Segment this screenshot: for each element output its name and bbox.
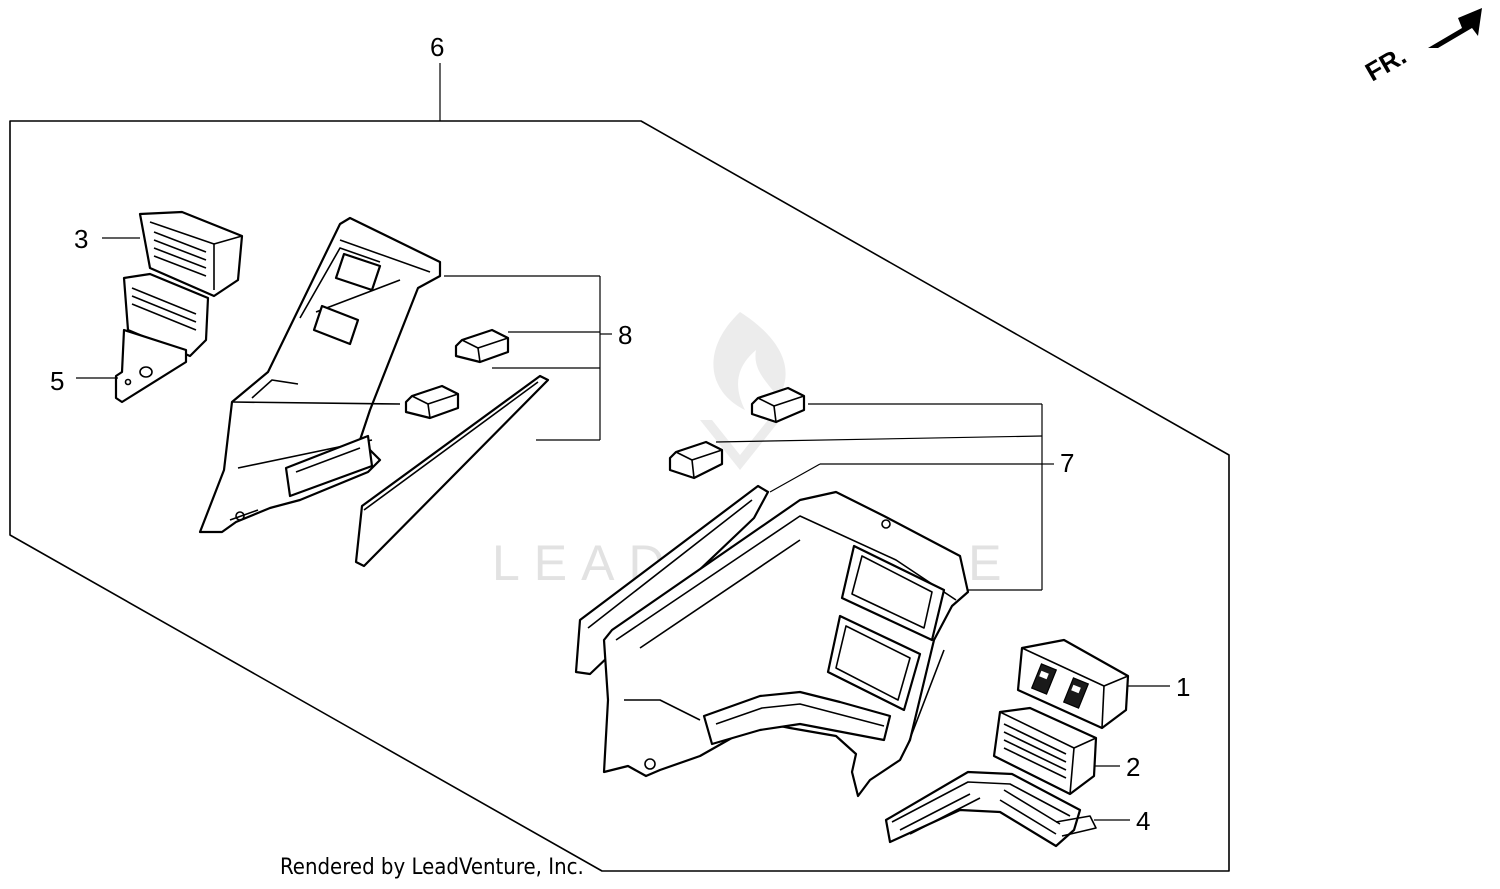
part-8-pad	[354, 374, 550, 568]
part-1-switch	[1016, 638, 1130, 730]
right-side-panel	[574, 484, 970, 798]
part-4-vent-grille	[884, 770, 1097, 848]
part-8-clip-b	[404, 384, 460, 420]
part-3-vent-left	[138, 210, 244, 298]
callout-8: 8	[618, 320, 632, 350]
leader-7	[715, 403, 1054, 591]
flame-logo	[700, 312, 786, 470]
callout-1: 1	[1176, 672, 1190, 702]
front-direction-marker: FR.	[1360, 8, 1482, 87]
part-7-clip-a	[750, 386, 806, 424]
callout-6: 6	[430, 32, 444, 62]
arrow-icon	[1428, 8, 1482, 48]
callout-2: 2	[1126, 752, 1140, 782]
part-2-vent-right	[992, 706, 1098, 796]
part-7-clip-b	[668, 440, 724, 480]
callout-5: 5	[50, 366, 64, 396]
front-label: FR.	[1360, 40, 1411, 87]
callout-7: 7	[1060, 448, 1074, 478]
render-credit: Rendered by LeadVenture, Inc.	[280, 855, 584, 880]
callout-4: 4	[1136, 806, 1150, 836]
callout-3: 3	[74, 224, 88, 254]
leader-8	[444, 275, 612, 441]
left-side-panel	[198, 216, 442, 534]
part-5-vent-bracket	[114, 272, 210, 404]
assembly-boundary	[9, 120, 1230, 872]
part-8-clip-a	[454, 328, 510, 364]
